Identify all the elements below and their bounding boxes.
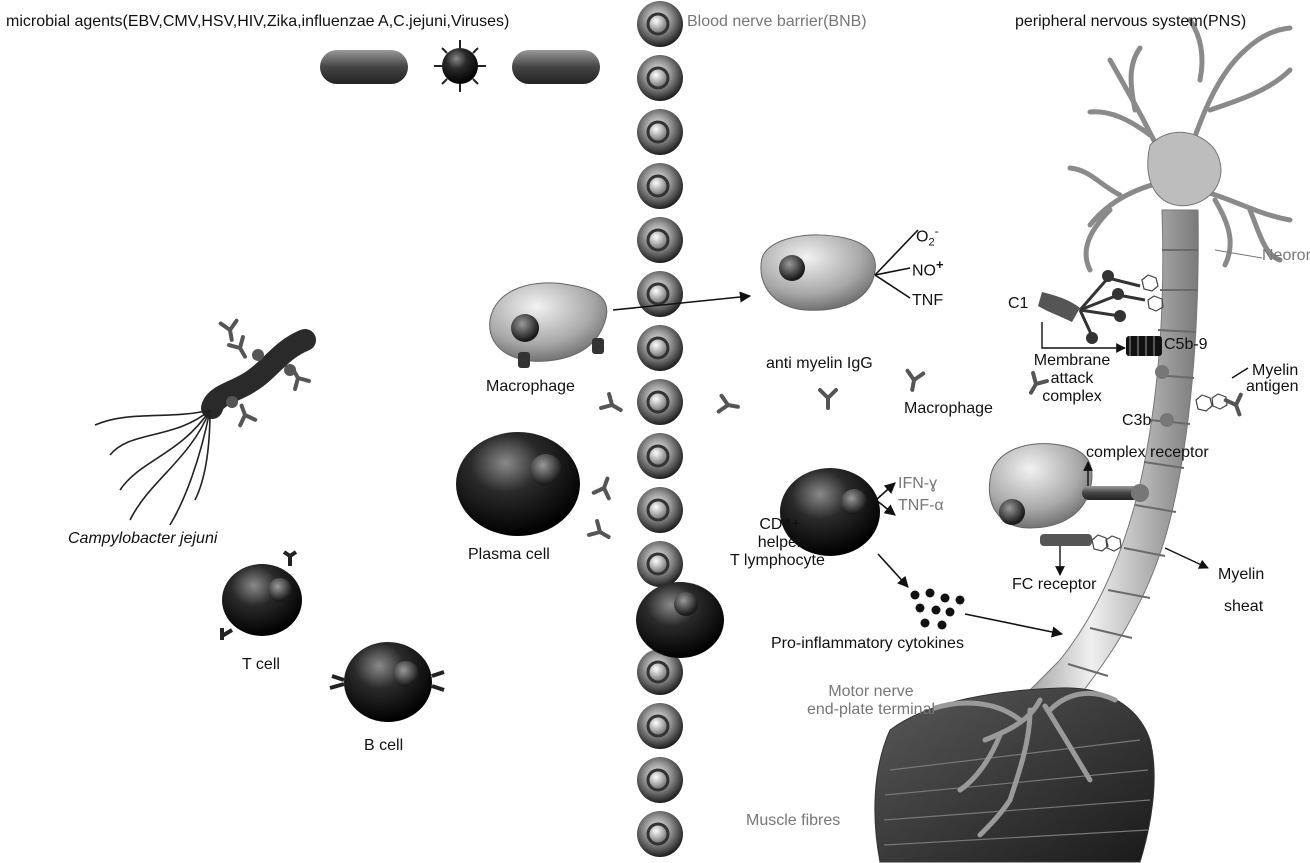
complex-receptor-label: complex receptor	[1086, 444, 1209, 462]
myelin-sheat-line2: sheat	[1224, 598, 1263, 616]
plasma-cell-icon	[456, 432, 580, 536]
c5b9-label: C5b-9	[1164, 336, 1208, 354]
bnb-bead	[637, 1, 683, 47]
myelin-antigen-line2: antigen	[1246, 378, 1299, 396]
bnb-bead	[637, 271, 683, 317]
muscle-fibres-label: Muscle fibres	[746, 812, 840, 830]
bnb-bead	[637, 325, 683, 371]
c1-label: C1	[1008, 295, 1028, 313]
cytokines-icon	[911, 589, 965, 630]
motor-nerve-line1: Motor nerve	[796, 683, 946, 701]
o2-label: O2-	[916, 222, 939, 252]
c5b9-complex-icon	[1126, 336, 1162, 356]
t-cell-label: T cell	[242, 656, 280, 674]
bnb-bead	[637, 541, 683, 587]
bnb-bead	[637, 163, 683, 209]
b-cell-label: B cell	[364, 737, 403, 755]
cd4-line2: helper	[742, 534, 818, 552]
bacterium-rod-icon	[512, 50, 600, 84]
motor-nerve-line2: end-plate terminal	[796, 701, 946, 719]
bnb-bead	[637, 55, 683, 101]
bnb-bead	[637, 217, 683, 263]
macrophage-left-label: Macrophage	[486, 378, 575, 396]
c3b-label: C3b	[1122, 412, 1151, 430]
bnb-bead	[637, 433, 683, 479]
no-label: NO+	[912, 256, 944, 280]
bnb-title: Blood nerve barrier(BNB)	[687, 13, 867, 31]
activated-macrophage-icon	[761, 230, 918, 310]
cd4-line1: CD4+	[742, 516, 818, 534]
neuron-label: Neoron	[1262, 247, 1310, 265]
bnb-bead	[637, 487, 683, 533]
neuron-pointer	[1215, 250, 1262, 258]
bnb-bead	[637, 379, 683, 425]
microbial-agents-title: microbial agents(EBV,CMV,HSV,HIV,Zika,in…	[6, 13, 509, 31]
cytokine-arrow	[965, 614, 1062, 634]
blood-nerve-barrier-column	[637, 1, 683, 857]
tnf-alpha-label: TNF-α	[898, 497, 944, 515]
t-cell-icon	[222, 552, 302, 640]
cytokines-label: Pro-inflammatory cytokines	[771, 635, 964, 653]
anti-myelin-igg-label: anti myelin IgG	[766, 355, 873, 373]
campylobacter-label: Campylobacter jejuni	[68, 530, 217, 548]
virus-icon	[434, 40, 486, 92]
pns-title: peripheral nervous system(PNS)	[1015, 13, 1246, 31]
myelin-antigen-icon	[1196, 368, 1248, 417]
bnb-bead	[637, 811, 683, 857]
mac-line2: attack	[1030, 370, 1114, 388]
mac-line1: Membrane	[1030, 352, 1114, 370]
tnf-label: TNF	[912, 292, 943, 310]
bacterium-rod-icon	[320, 50, 408, 84]
b-cell-icon	[330, 642, 444, 722]
bnb-bead	[637, 703, 683, 749]
macrophage-left-icon	[490, 283, 607, 368]
mac-line3: complex	[1030, 388, 1114, 406]
bnb-bead	[637, 109, 683, 155]
fc-receptor-label: FC receptor	[1012, 576, 1096, 594]
cd4-line3: T lymphocyte	[730, 552, 825, 570]
plasma-cell-label: Plasma cell	[468, 546, 550, 564]
bnb-bead	[637, 757, 683, 803]
migrating-t-cell-icon	[636, 582, 724, 658]
macrophage-right-label: Macrophage	[904, 400, 993, 418]
ifn-gamma-label: IFN-ɣ	[898, 475, 937, 493]
myelin-sheat-line1: Myelin	[1218, 566, 1264, 584]
campylobacter-icon	[95, 321, 309, 525]
